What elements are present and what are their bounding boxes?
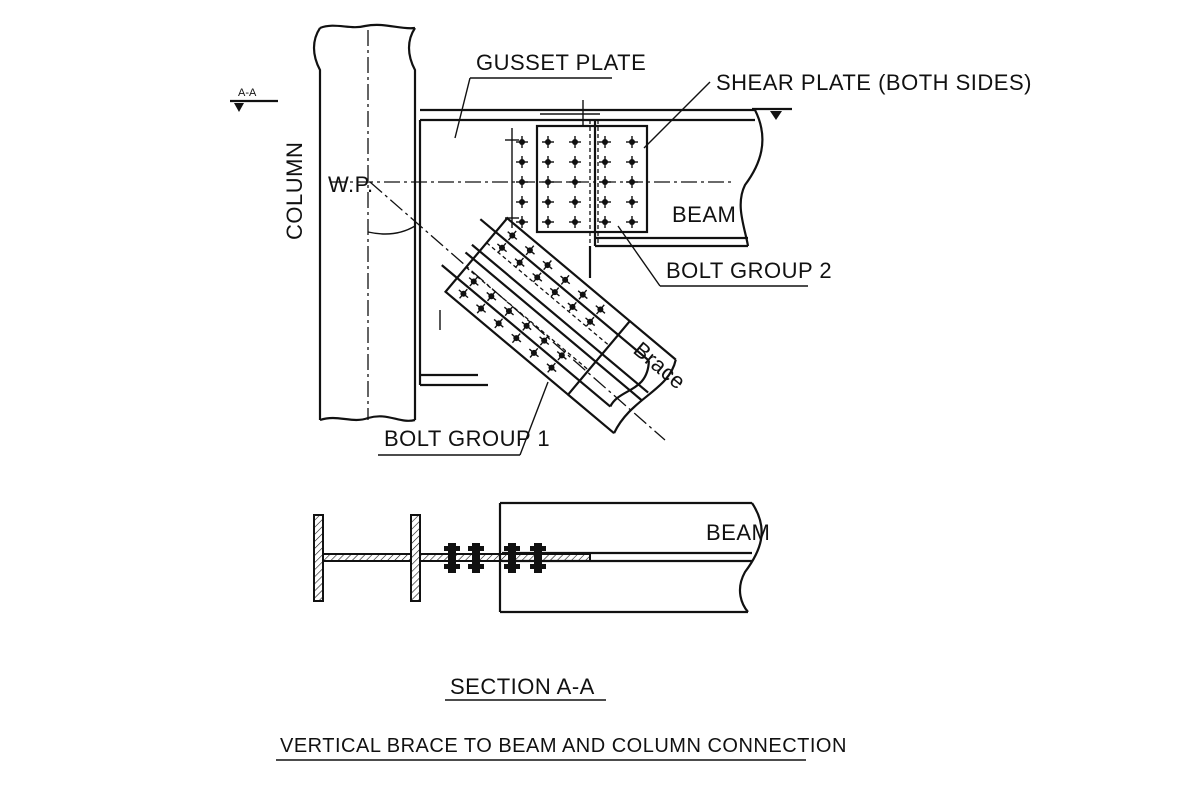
bolt xyxy=(516,136,528,148)
shear-plate-label: SHEAR PLATE (BOTH SIDES) xyxy=(716,70,1032,95)
column-flange-right xyxy=(410,514,421,602)
column-flange-left xyxy=(313,514,324,602)
bolt xyxy=(577,289,588,300)
bolt-group-2-leader xyxy=(617,225,808,287)
bolt-group-1-label: BOLT GROUP 1 xyxy=(384,426,550,451)
brace-centerline xyxy=(369,181,666,441)
bolt xyxy=(599,196,611,208)
bolt xyxy=(560,274,571,285)
bolt xyxy=(539,335,550,346)
bolt xyxy=(521,320,532,331)
bolt xyxy=(507,230,518,241)
section-title: SECTION A-A xyxy=(450,674,595,699)
bolt xyxy=(626,216,638,228)
bolt xyxy=(516,176,528,188)
bolt xyxy=(626,136,638,148)
bolt xyxy=(556,350,567,361)
bolt xyxy=(532,272,543,283)
beam-elevation-label: BEAM xyxy=(672,202,736,227)
bolt xyxy=(542,260,553,271)
bolt-group-2 xyxy=(516,136,638,228)
bolt-group-2-label: BOLT GROUP 2 xyxy=(666,258,832,283)
bolt xyxy=(599,136,611,148)
work-point-label: W.P. xyxy=(328,172,374,197)
gusset-plate xyxy=(418,120,592,387)
section-mark-label: A-A xyxy=(238,87,257,99)
column-web xyxy=(322,553,412,562)
bolt xyxy=(549,287,560,298)
gusset-plate-leader xyxy=(454,77,612,139)
bolt xyxy=(567,301,578,312)
section-cut-marker-left: A-A xyxy=(230,87,278,112)
section-bolt xyxy=(468,543,484,573)
bolt xyxy=(516,156,528,168)
bolt xyxy=(569,176,581,188)
column xyxy=(312,23,417,422)
drawing-title: VERTICAL BRACE TO BEAM AND COLUMN CONNEC… xyxy=(280,735,847,757)
brace-assembly xyxy=(441,216,677,435)
bolt xyxy=(542,176,554,188)
bolt xyxy=(476,303,487,314)
section-bolt xyxy=(504,543,520,573)
bolt xyxy=(626,176,638,188)
bolt xyxy=(524,245,535,256)
bolt xyxy=(493,318,504,329)
bolt xyxy=(569,136,581,148)
shear-plate xyxy=(505,100,649,246)
bolt xyxy=(595,304,606,315)
bolt xyxy=(516,216,528,228)
bolt xyxy=(599,176,611,188)
bolt xyxy=(585,316,596,327)
bolt xyxy=(468,276,479,287)
gusset-plate-label: GUSSET PLATE xyxy=(476,50,646,75)
bolt xyxy=(511,333,522,344)
bolt xyxy=(458,288,469,299)
bolt xyxy=(528,347,539,358)
bolt xyxy=(546,362,557,373)
bolt xyxy=(542,196,554,208)
bolt xyxy=(486,291,497,302)
section-bolt xyxy=(530,543,546,573)
shear-plate-leader xyxy=(643,81,711,149)
bolt xyxy=(514,257,525,268)
beam-section-label: BEAM xyxy=(706,520,770,545)
bolt xyxy=(599,156,611,168)
bolt xyxy=(569,156,581,168)
bolt xyxy=(626,156,638,168)
beam-section xyxy=(498,501,763,614)
bolt-group-1 xyxy=(458,230,606,373)
column-section xyxy=(313,514,421,602)
bolt xyxy=(569,216,581,228)
brace-splice-plate xyxy=(443,216,632,397)
bolt xyxy=(599,216,611,228)
bolt xyxy=(542,156,554,168)
bolt xyxy=(496,242,508,253)
beam-elevation xyxy=(420,108,764,248)
section-bolt xyxy=(444,543,460,573)
bolt xyxy=(626,196,638,208)
bolt xyxy=(569,196,581,208)
bolt-group-1-leader xyxy=(378,381,549,456)
bolt xyxy=(542,136,554,148)
column-label: COLUMN xyxy=(282,142,307,240)
section-cut-marker-right xyxy=(752,107,792,120)
bolt xyxy=(542,216,554,228)
section-bolt-group xyxy=(444,543,546,573)
bolt xyxy=(516,196,528,208)
bolt xyxy=(503,306,515,317)
